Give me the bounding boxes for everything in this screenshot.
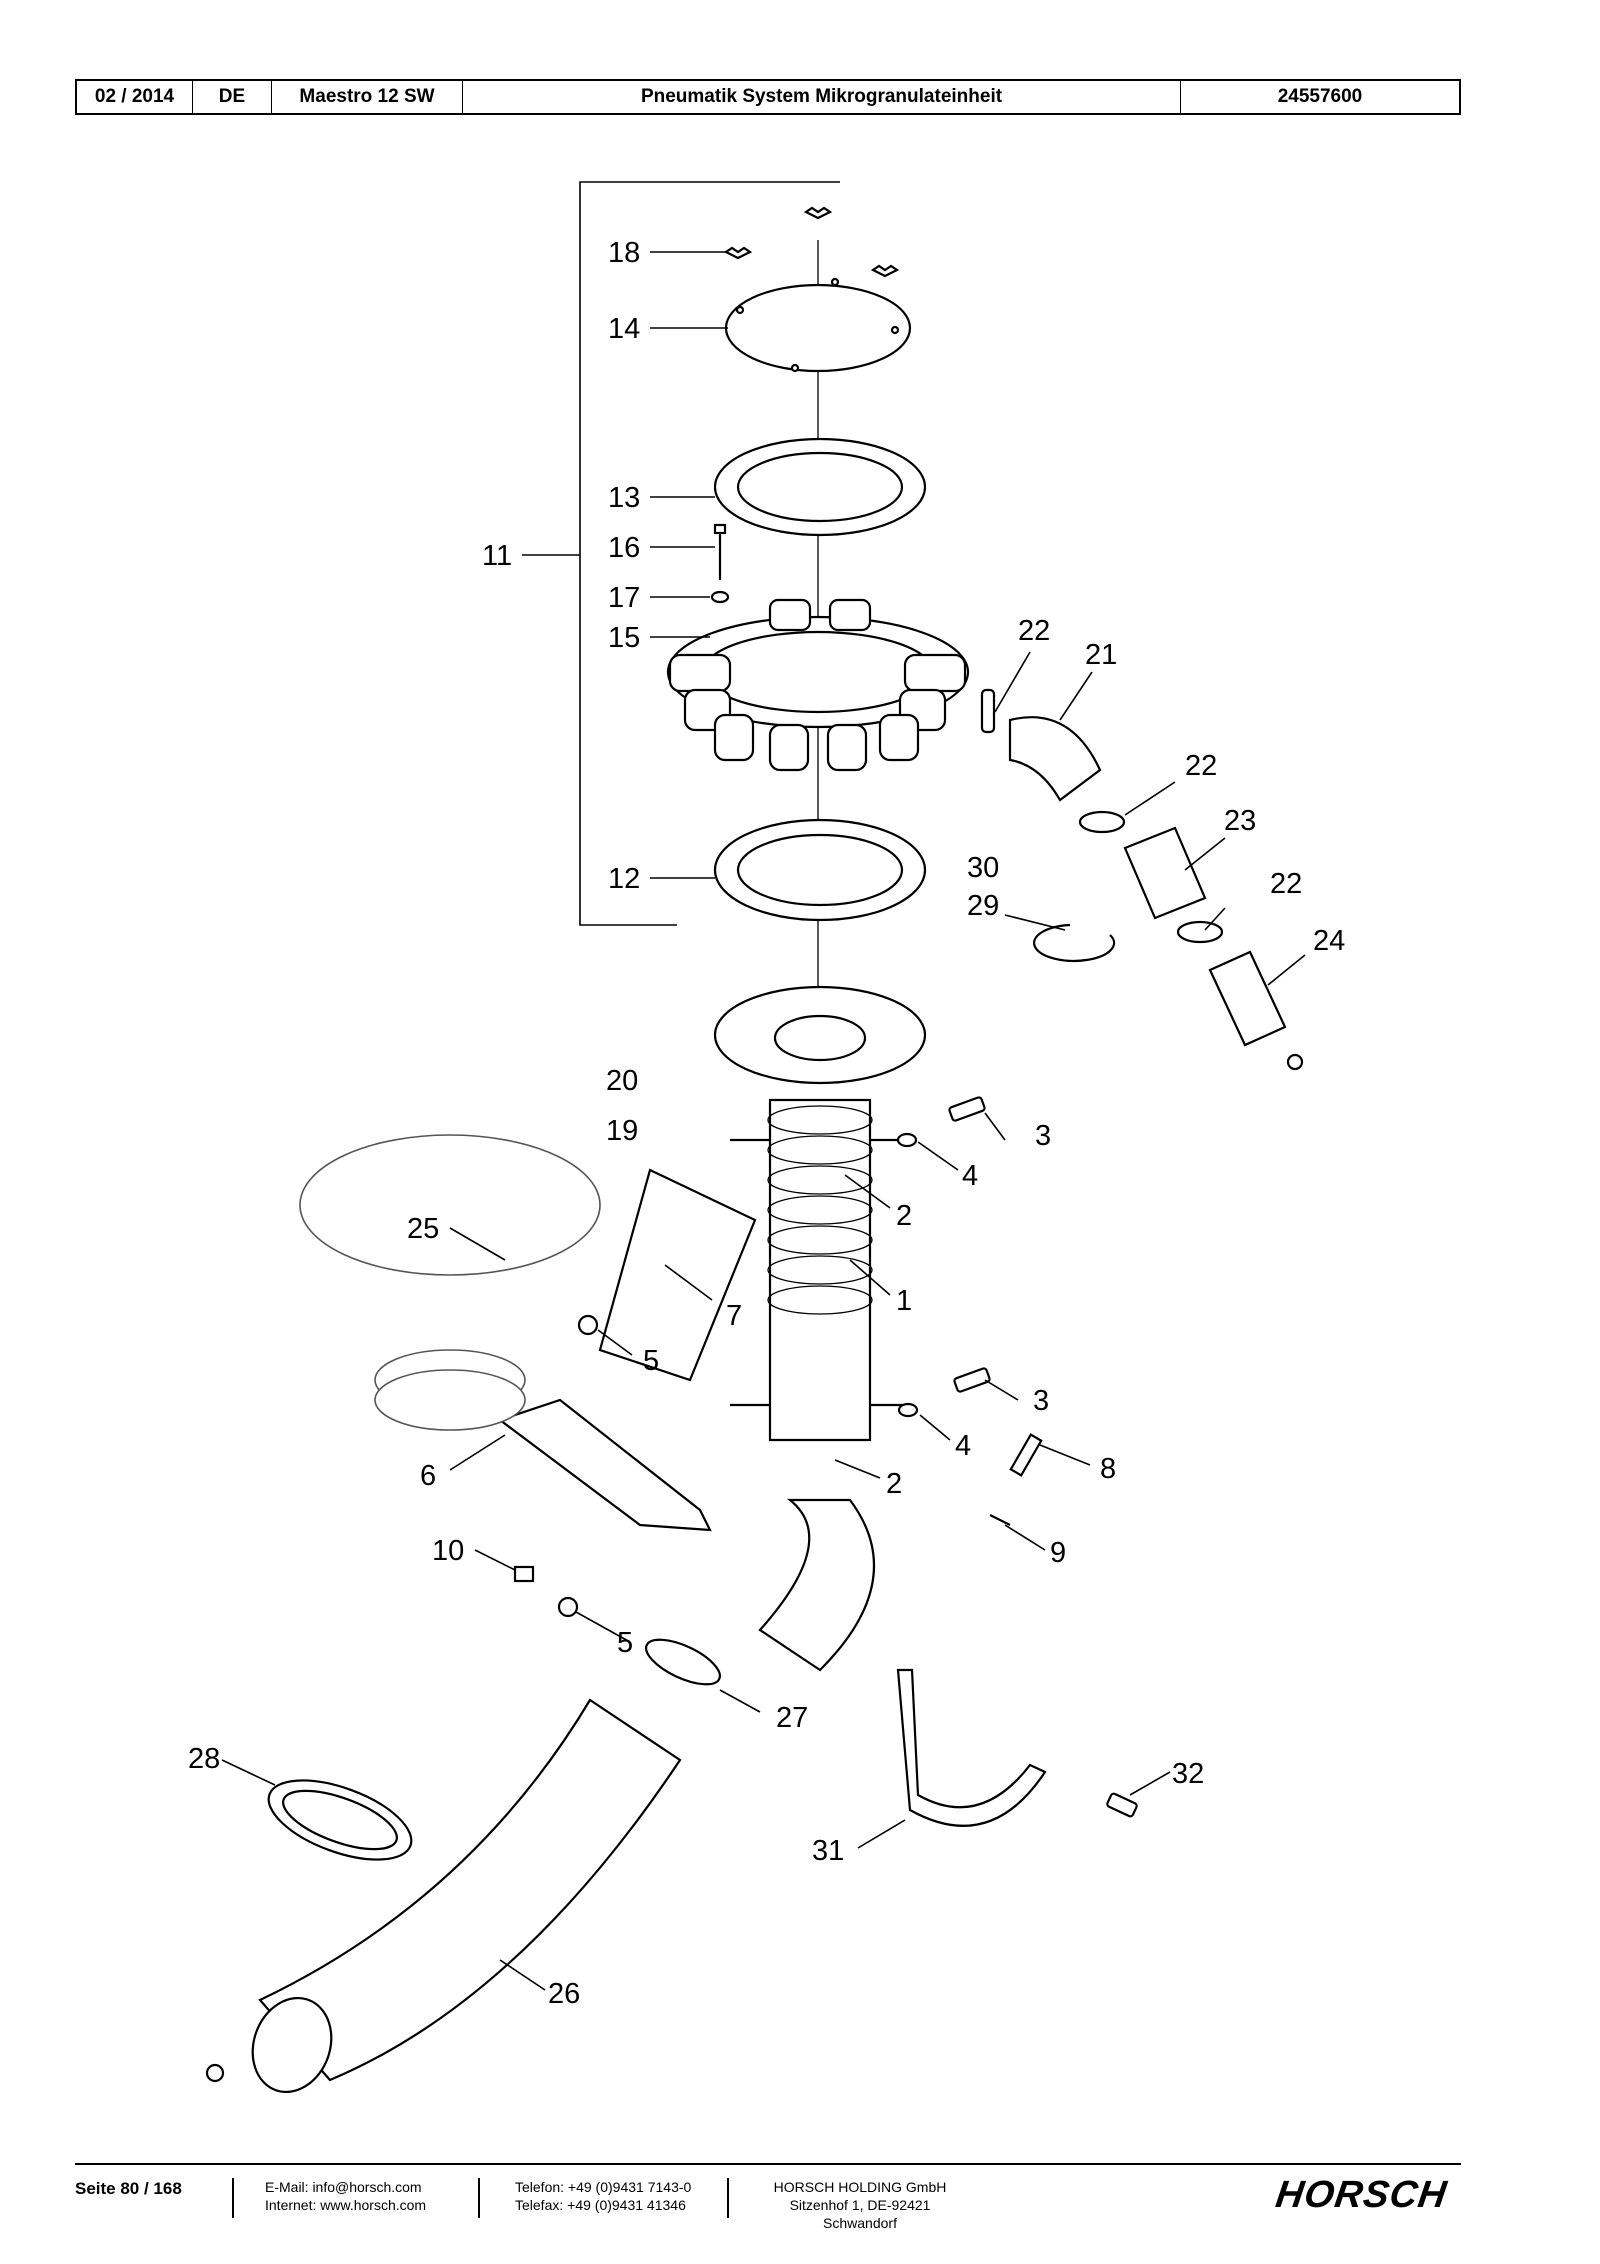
pin xyxy=(989,1514,1011,1526)
header-title: Pneumatik System Mikrogranulateinheit xyxy=(463,81,1181,113)
callout-22a: 22 xyxy=(1018,615,1050,647)
callout-22c: 22 xyxy=(1270,868,1302,900)
group-bracket xyxy=(579,181,840,926)
callout-27: 27 xyxy=(776,1702,808,1734)
washer xyxy=(896,1132,918,1148)
callout-5b: 5 xyxy=(617,1627,633,1659)
callout-23: 23 xyxy=(1224,805,1256,837)
callout-3b: 3 xyxy=(1033,1385,1049,1417)
base-flange xyxy=(713,985,927,1085)
hose-end xyxy=(1208,950,1304,1071)
footer-separator xyxy=(727,2178,729,2218)
callout-1: 1 xyxy=(896,1285,912,1317)
callout-5a: 5 xyxy=(643,1345,659,1377)
gasket-ring-upper xyxy=(713,437,927,537)
long-hose xyxy=(258,1698,682,2082)
callout-30: 30 xyxy=(967,852,999,884)
header-table: 02 / 2014 DE Maestro 12 SW Pneumatik Sys… xyxy=(75,79,1461,115)
footer-contact-phone: Telefon: +49 (0)9431 7143-0 Telefax: +49… xyxy=(515,2178,691,2214)
callout-10: 10 xyxy=(432,1535,464,1567)
header-language: DE xyxy=(193,81,272,113)
bent-pipe xyxy=(758,1498,876,1672)
snap-ring xyxy=(1032,923,1116,962)
callout-4a: 4 xyxy=(962,1160,978,1192)
header-doc-number: 24557600 xyxy=(1277,86,1363,107)
footer-fax: Telefax: +49 (0)9431 41346 xyxy=(515,2197,686,2213)
hex-bolt-8 xyxy=(1009,1433,1043,1477)
hex-bolt xyxy=(948,1096,986,1122)
callout-31: 31 xyxy=(812,1835,844,1867)
callout-18: 18 xyxy=(608,237,640,269)
horsch-logo: HORSCH xyxy=(1273,2174,1450,2216)
callout-22b: 22 xyxy=(1185,750,1217,782)
callout-26: 26 xyxy=(548,1978,580,2010)
bellows-hose xyxy=(767,1098,873,1442)
hose-tube xyxy=(1123,826,1207,920)
nut xyxy=(577,1314,599,1336)
nut-small xyxy=(513,1565,535,1583)
gasket-ring-lower xyxy=(713,818,927,922)
footer-phone: Telefon: +49 (0)9431 7143-0 xyxy=(515,2179,692,2195)
callout-25: 25 xyxy=(407,1213,439,1245)
callout-6: 6 xyxy=(420,1460,436,1492)
cover-plate xyxy=(724,283,912,373)
callout-24: 24 xyxy=(1313,925,1345,957)
callout-21: 21 xyxy=(1085,639,1117,671)
callout-labels: 18 14 13 11 16 17 15 22 21 22 23 12 30 2… xyxy=(188,237,1345,2010)
callout-8: 8 xyxy=(1100,1453,1116,1485)
distributor-head xyxy=(666,598,970,772)
callout-19: 19 xyxy=(606,1115,638,1147)
hose-clamp xyxy=(1078,810,1126,834)
callout-13: 13 xyxy=(608,482,640,514)
header-date: 02 / 2014 xyxy=(77,81,193,113)
callout-2a: 2 xyxy=(896,1200,912,1232)
hose-holder xyxy=(896,1668,1047,1827)
callout-12: 12 xyxy=(608,863,640,895)
footer-separator xyxy=(478,2178,480,2218)
callout-4b: 4 xyxy=(955,1430,971,1462)
callout-9: 9 xyxy=(1050,1537,1066,1569)
callout-14: 14 xyxy=(608,313,640,345)
callout-17: 17 xyxy=(608,582,640,614)
footer-email: E-Mail: info@horsch.com xyxy=(265,2179,422,2195)
screw xyxy=(1106,1792,1138,1818)
callout-32: 32 xyxy=(1172,1758,1204,1790)
outlet-elbow xyxy=(980,688,1102,802)
leader-lines xyxy=(221,251,1306,1991)
callout-11: 11 xyxy=(482,540,512,572)
footer-internet: Internet: www.horsch.com xyxy=(265,2197,427,2213)
hose-strap xyxy=(267,1779,413,1861)
callout-16: 16 xyxy=(608,532,640,564)
callout-7: 7 xyxy=(726,1300,742,1332)
callout-15: 15 xyxy=(608,622,640,654)
callout-29: 29 xyxy=(967,890,999,922)
callout-20: 20 xyxy=(606,1065,638,1097)
coupling-ring xyxy=(645,1638,721,1686)
footer-contact-web: E-Mail: info@horsch.com Internet: www.ho… xyxy=(265,2178,426,2214)
footer-company: HORSCH HOLDING GmbH xyxy=(773,2179,947,2195)
footer-divider xyxy=(75,2163,1461,2165)
reference-distributor xyxy=(299,1134,601,1431)
support-arm xyxy=(497,1398,712,1532)
washer-part xyxy=(710,590,730,604)
footer-company-block: HORSCH HOLDING GmbH Sitzenhof 1, DE-9242… xyxy=(760,2178,960,2232)
footer-separator xyxy=(232,2178,234,2218)
footer-address: Sitzenhof 1, DE-92421 Schwandorf xyxy=(789,2197,931,2231)
callout-2b: 2 xyxy=(886,1468,902,1500)
page-number: Seite 80 / 168 xyxy=(75,2179,182,2198)
header-model: Maestro 12 SW xyxy=(272,81,463,113)
callout-28: 28 xyxy=(188,1743,220,1775)
callout-3a: 3 xyxy=(1035,1120,1051,1152)
